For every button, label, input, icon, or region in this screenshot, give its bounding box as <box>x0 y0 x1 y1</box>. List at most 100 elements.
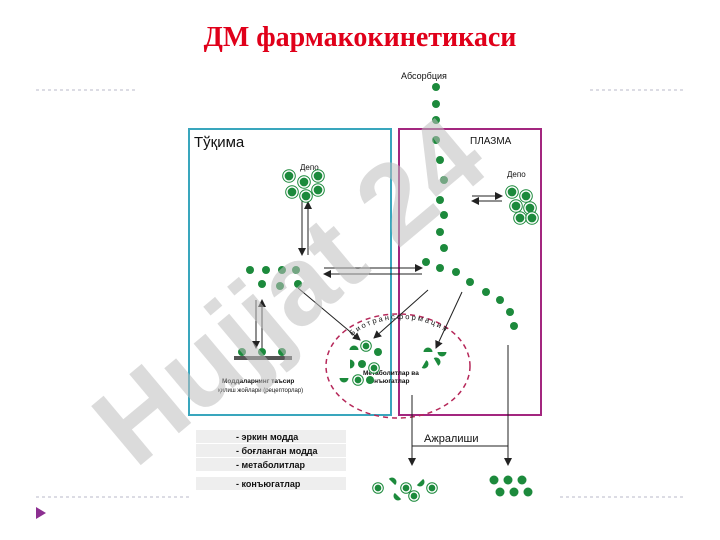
excretion-label: Ажралиши <box>424 433 478 445</box>
bound-drug-ring <box>519 189 533 203</box>
metabolites-label-line2: конъюгатлар <box>367 378 410 385</box>
bound-drug-dot <box>286 186 298 198</box>
metabolites-label: Метаболитлар ва <box>363 369 419 377</box>
bound-drug-dot <box>510 200 522 212</box>
free-drug-dot <box>496 296 504 304</box>
free-drug-dot <box>246 266 254 274</box>
bound-drug-ring <box>525 211 539 225</box>
free-drug-dot <box>523 487 533 497</box>
arrow-biotransformation <box>373 289 429 339</box>
legend-row-bg <box>196 430 346 443</box>
free-drug-dot <box>452 268 460 276</box>
absorption-label: Абсорбция <box>401 71 447 81</box>
free-drug-dot <box>495 487 505 497</box>
free-drug-dot <box>432 83 440 91</box>
bound-drug-dot <box>283 170 295 182</box>
free-drug-dot <box>482 288 490 296</box>
bound-drug-dot <box>506 186 518 198</box>
legend-row-bg <box>196 444 346 457</box>
bound-drug-ring <box>400 482 412 494</box>
free-drug-dot <box>294 280 302 288</box>
biotransformation-circle <box>325 313 471 419</box>
bound-drug-ring <box>352 374 364 386</box>
bound-drug-dot <box>514 212 526 224</box>
tissue-label: Тўқима <box>194 134 245 151</box>
legend: - эркин модда - боғланган модда - метаболи… <box>196 430 346 490</box>
receptor-label-line2: қилиш жойлари (рецепторлар) <box>218 387 303 394</box>
bound-drug-dot <box>312 184 324 196</box>
bound-drug-dot <box>520 190 532 202</box>
free-drug-dot <box>436 228 444 236</box>
free-drug-dot <box>374 348 382 356</box>
free-drug-dot <box>436 156 444 164</box>
free-drug-dot <box>506 308 514 316</box>
free-drug-dot <box>503 475 513 485</box>
free-drug-dot <box>440 244 448 252</box>
free-drug-dot <box>517 475 527 485</box>
bound-drug-dot <box>401 483 411 493</box>
bound-drug-ring <box>426 482 438 494</box>
metabolite-dot <box>416 478 425 487</box>
slide-title: ДМ фармакокинетикаси <box>203 22 517 53</box>
separator-lines <box>36 89 686 498</box>
legend-row-bg <box>196 458 346 471</box>
bound-drug-dot <box>409 491 419 501</box>
free-drug-dot <box>292 266 300 274</box>
free-drug-dot <box>436 264 444 272</box>
free-drug-dot <box>436 196 444 204</box>
plasma-box <box>398 128 542 416</box>
free-drug-dot <box>276 282 284 290</box>
metabolite-dot <box>349 345 359 350</box>
bound-drug-dot <box>298 176 310 188</box>
plasma-label: ПЛАЗМА <box>470 136 512 147</box>
free-drug-dot <box>432 116 440 124</box>
free-drug-dot <box>238 348 246 356</box>
bound-drug-dot <box>353 375 363 385</box>
free-drug-dot <box>432 136 440 144</box>
free-drug-dot <box>510 322 518 330</box>
legend-row-bg <box>196 477 346 490</box>
arrow-metabolites <box>435 291 463 349</box>
bound-drug-ring <box>408 490 420 502</box>
bound-drug-ring <box>505 185 519 199</box>
free-drug-dot <box>422 258 430 266</box>
metabolite-dot <box>339 378 349 383</box>
bound-drug-dot <box>312 170 324 182</box>
legend-label: - эркин модда <box>236 432 299 442</box>
free-drug-dot <box>432 100 440 108</box>
free-drug-dot <box>278 266 286 274</box>
free-drug-dot <box>258 348 266 356</box>
bullet-icon <box>36 507 46 519</box>
bound-drug-ring <box>509 199 523 213</box>
free-drug-dot <box>262 266 270 274</box>
bound-drug-dot <box>373 483 383 493</box>
bound-drug-dot <box>526 212 538 224</box>
legend-label: - конъюгатлар <box>236 479 301 489</box>
bound-drug-dot <box>369 363 379 373</box>
metabolite-dot <box>350 359 355 369</box>
flow-arrows <box>252 192 512 466</box>
metabolite-dot <box>423 347 433 352</box>
bound-drug-ring <box>372 482 384 494</box>
bound-drug-dot <box>361 341 371 351</box>
receptor-label: Моддаларнинг таъсир <box>222 378 294 385</box>
bound-drug-ring <box>282 169 296 183</box>
free-drug-dot <box>366 376 374 384</box>
metabolite-dot <box>437 352 447 357</box>
free-drug-dot <box>440 211 448 219</box>
free-drug-dot <box>489 475 499 485</box>
receptor-bar <box>234 356 292 360</box>
bound-drug-dot <box>300 190 312 202</box>
legend-label: - метаболитлар <box>236 460 306 470</box>
plasma-depot-label: Депо <box>507 170 526 179</box>
bound-drug-ring <box>311 183 325 197</box>
watermark-text: Hujjat 24 <box>70 93 508 489</box>
tissue-depot-label: Депо <box>300 163 319 172</box>
bound-drug-ring <box>360 340 372 352</box>
free-drug-dot <box>440 176 448 184</box>
free-drug-dot <box>258 280 266 288</box>
metabolite-dot <box>393 492 402 501</box>
legend-label: - боғланган модда <box>236 446 318 456</box>
